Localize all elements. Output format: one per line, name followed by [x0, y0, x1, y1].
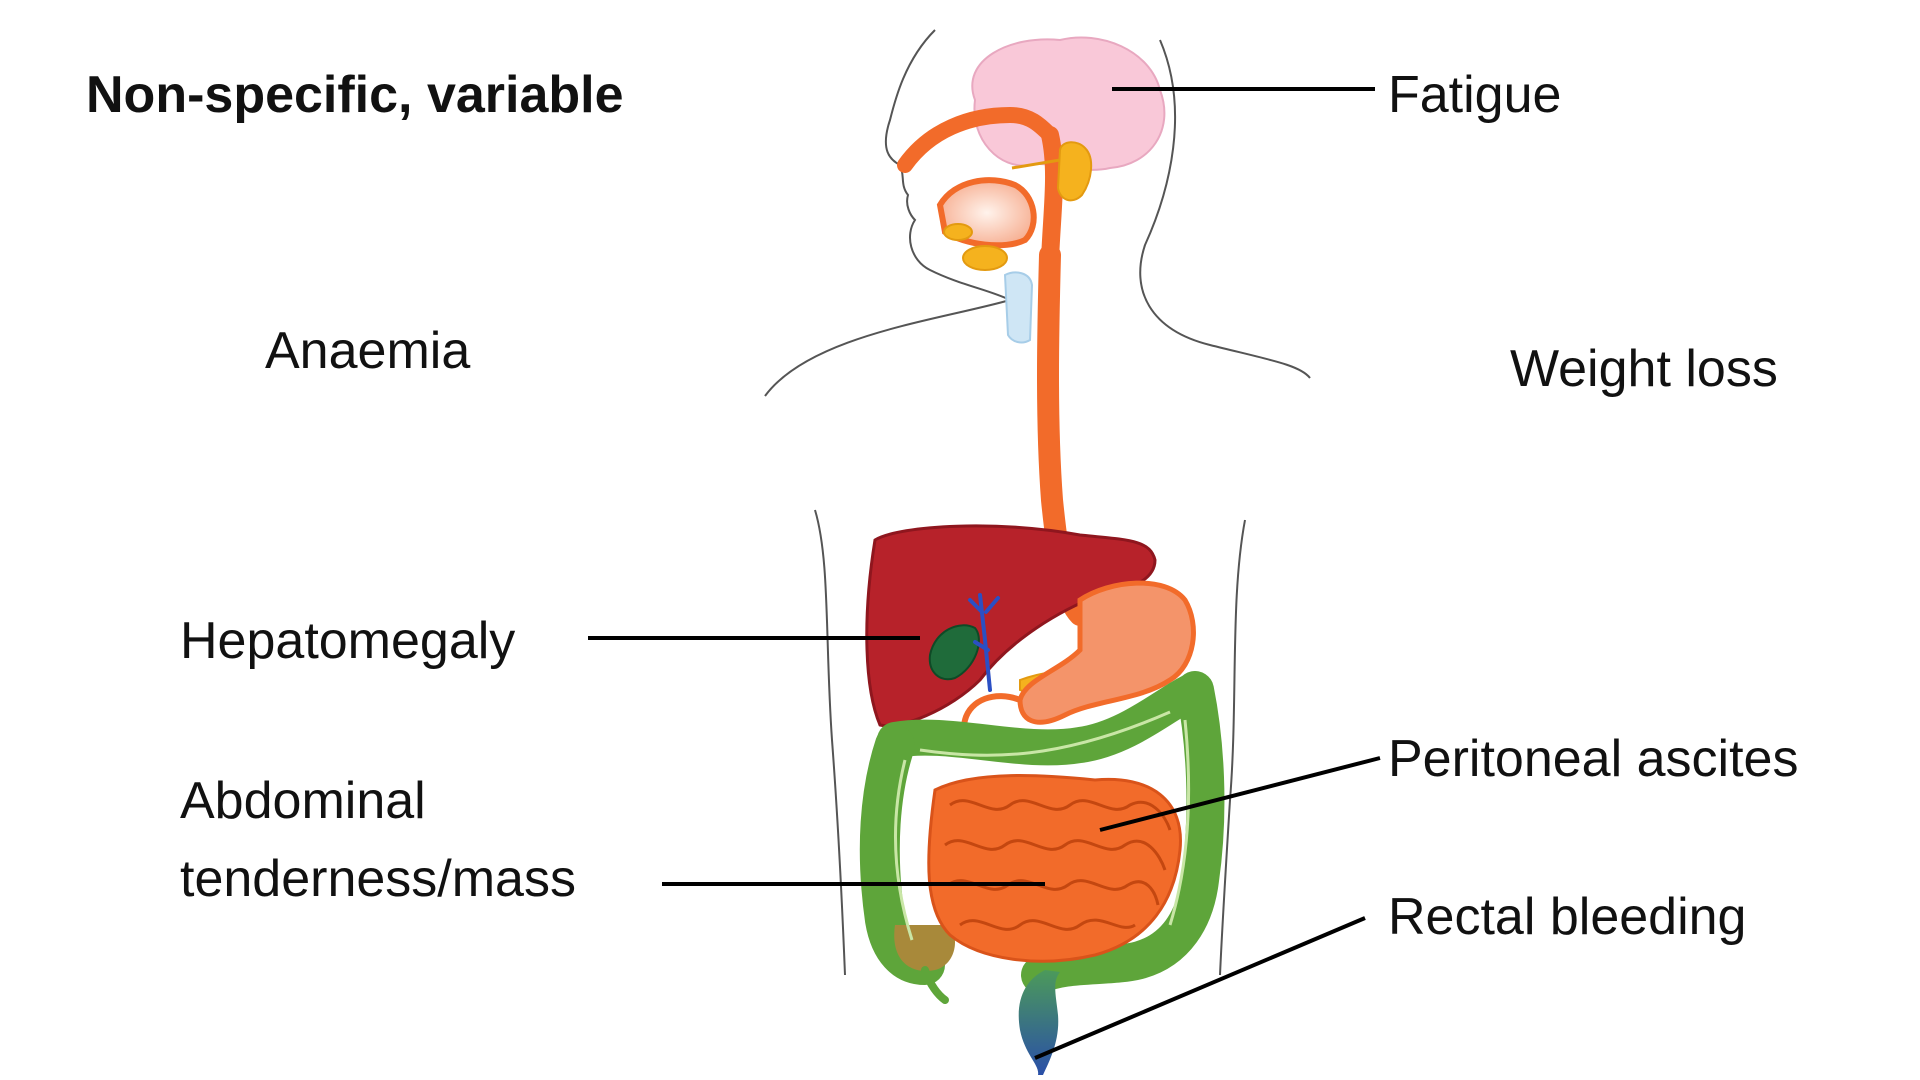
transverse-colon-shape [877, 672, 1213, 766]
colon-band-line [893, 710, 1191, 941]
label-hepatomegaly: Hepatomegaly [180, 612, 516, 670]
small-intestine-group [927, 774, 1182, 963]
small-intestine-shape [927, 774, 1182, 963]
submandibular-gland-shape [962, 245, 1008, 271]
head-outline [884, 29, 1011, 301]
descending-colon-shape [1021, 671, 1225, 994]
left-torso-outline [814, 509, 846, 976]
intestine-fold-line [944, 799, 1172, 931]
label-fatigue: Fatigue [1388, 66, 1562, 124]
stomach-shape [1017, 580, 1196, 725]
nasal-passage-shape [897, 106, 1058, 173]
left-shoulder-outline [764, 299, 1011, 397]
gallbladder-shape [928, 624, 980, 681]
parotid-gland-shape [1056, 141, 1093, 202]
leader-lines [588, 87, 1381, 1060]
label-abdominal-tenderness: Abdominal tenderness/mass [180, 770, 576, 911]
right-torso-outline [1219, 519, 1246, 976]
salivary-duct-line [1011, 158, 1061, 170]
label-abdominal-line1: Abdominal [180, 772, 426, 830]
label-abdominal-line2: tenderness/mass [180, 850, 576, 909]
diagram-title: Non-specific, variable [86, 66, 624, 124]
label-anaemia: Anaemia [265, 322, 471, 380]
salivary-glands [943, 141, 1093, 271]
colon-group [859, 671, 1225, 1004]
sublingual-gland-shape [943, 223, 973, 241]
appendix-shape [921, 966, 949, 1004]
leader-line-ascites [1099, 756, 1381, 832]
bile-duct-line [968, 593, 1000, 692]
pharynx-shape [1041, 126, 1064, 269]
label-rectal-bleeding: Rectal bleeding [1388, 888, 1747, 946]
trachea-shape [1003, 271, 1034, 344]
label-weight-loss: Weight loss [1510, 340, 1778, 398]
body-outline [764, 29, 1311, 976]
leader-line-rectal [1034, 916, 1366, 1060]
back-head-outline [1139, 39, 1311, 379]
label-peritoneal-ascites: Peritoneal ascites [1388, 730, 1799, 788]
rectum-shape [1018, 970, 1060, 1075]
